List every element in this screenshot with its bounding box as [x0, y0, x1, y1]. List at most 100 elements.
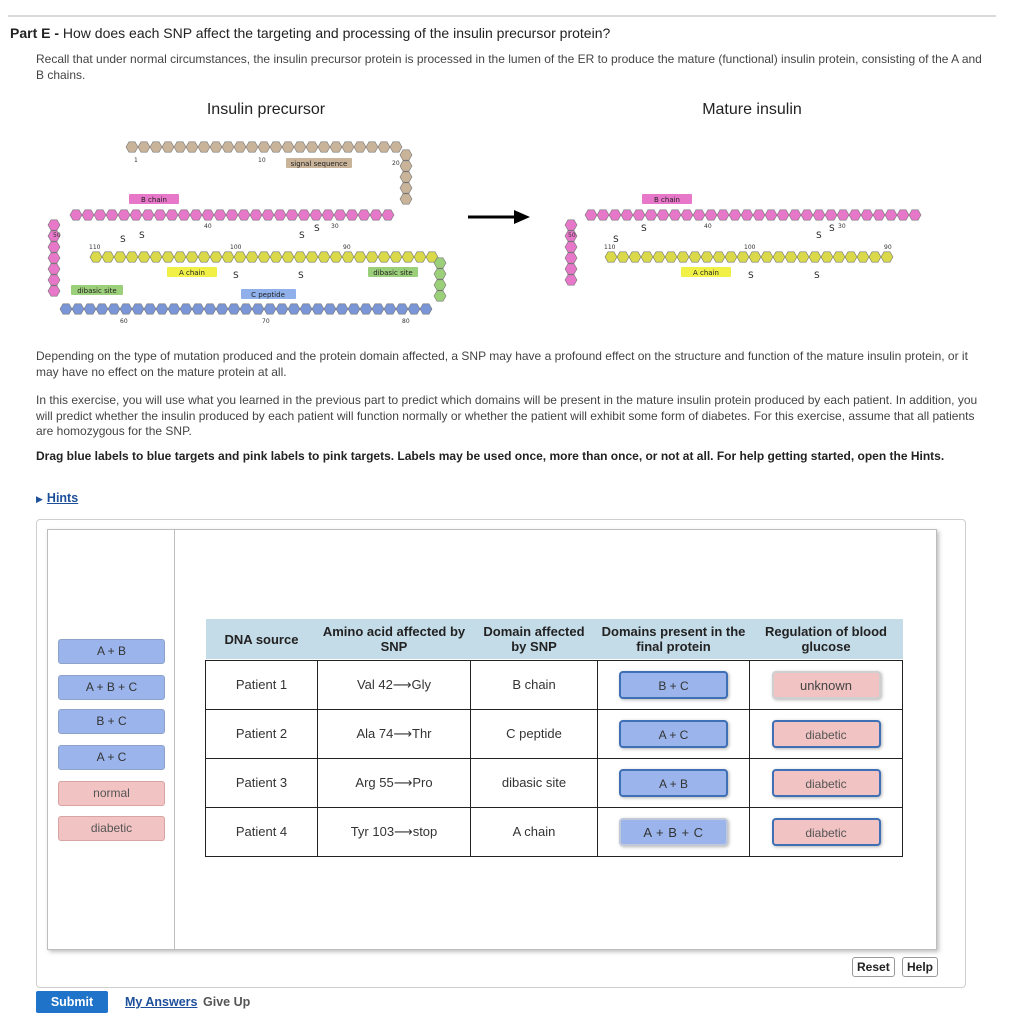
residue-bead	[383, 303, 397, 315]
domains-present-target[interactable]: B + C	[619, 670, 728, 699]
regulation-target[interactable]: diabetic	[771, 719, 881, 748]
c-peptide-label: C peptide	[251, 291, 285, 299]
residue-chains	[47, 141, 922, 315]
residue-bead	[141, 209, 155, 221]
question-text: How does each SNP affect the targeting a…	[62, 25, 611, 41]
residue-bead	[776, 209, 790, 221]
table-row: Patient 1 Val 42⟶Gly B chain B + C unkno…	[205, 659, 903, 710]
residue-bead	[69, 209, 83, 221]
residue-bead	[47, 219, 61, 231]
cell-source: Patient 1	[205, 659, 318, 710]
regulation-target[interactable]: diabetic	[771, 817, 881, 846]
domains-present-target[interactable]: A + C	[619, 719, 728, 748]
residue-bead	[293, 141, 307, 153]
residue-bead	[149, 141, 163, 153]
residue-bead	[664, 251, 678, 263]
residue-number-40: 40	[204, 223, 212, 230]
domains-present-target[interactable]: A + B	[619, 768, 728, 797]
residue-bead	[395, 303, 409, 315]
residue-bead	[119, 303, 133, 315]
cell-amino: Ala 74⟶Thr	[317, 708, 471, 759]
residue-bead	[389, 141, 403, 153]
part-title: Part E - How does each SNP affect the ta…	[10, 25, 610, 41]
residue-number-100: 100	[230, 244, 242, 251]
disulfide-s: S	[139, 231, 145, 241]
help-button[interactable]: Help	[902, 957, 939, 977]
residue-bead	[131, 303, 145, 315]
regulation-target[interactable]: diabetic	[771, 768, 881, 797]
residue-number-20: 20	[392, 160, 400, 167]
regulation-target[interactable]: unknown	[771, 670, 881, 699]
residue-bead	[227, 303, 241, 315]
submit-button[interactable]: Submit	[36, 991, 108, 1013]
residue-bead	[848, 209, 862, 221]
residue-bead	[317, 251, 331, 263]
residue-bead	[644, 209, 658, 221]
reset-button[interactable]: Reset	[852, 957, 895, 977]
residue-bead	[341, 141, 355, 153]
part-label: Part E -	[10, 25, 60, 41]
residue-bead	[293, 251, 307, 263]
residue-bead	[177, 209, 191, 221]
residue-bead	[341, 251, 355, 263]
snp-table: DNA source Amino acid affected by SNP Do…	[205, 619, 903, 857]
residue-bead	[740, 209, 754, 221]
residue-bead	[107, 303, 121, 315]
residue-bead	[143, 303, 157, 315]
label-a-plus-b-plus-c[interactable]: A + B + C	[58, 675, 165, 700]
domains-present-target[interactable]: A + B + C	[619, 817, 728, 846]
hints-toggle[interactable]: ▶Hints	[36, 491, 78, 505]
residue-bead	[760, 251, 774, 263]
residue-bead	[856, 251, 870, 263]
cell-present: A + B + C	[597, 806, 750, 857]
cell-domain: B chain	[470, 659, 598, 710]
residue-bead	[215, 303, 229, 315]
residue-bead	[47, 241, 61, 253]
residue-bead	[89, 251, 103, 263]
residue-bead	[333, 209, 347, 221]
residue-bead	[203, 303, 217, 315]
residue-bead	[117, 209, 131, 221]
residue-bead	[201, 209, 215, 221]
residue-bead	[329, 141, 343, 153]
hints-link[interactable]: Hints	[46, 491, 79, 505]
a-chain-tag-right	[681, 267, 731, 277]
residue-bead	[269, 141, 283, 153]
residue-bead	[584, 209, 598, 221]
residue-bead	[321, 209, 335, 221]
residue-bead	[399, 171, 413, 183]
b-chain-label-right: B chain	[654, 196, 680, 204]
residue-bead	[656, 209, 670, 221]
residue-numbers: 1 10 20 30 40 50 60 70 80 90 100 110 50 …	[53, 157, 892, 325]
exercise-frame	[36, 519, 966, 988]
residue-bead	[347, 303, 361, 315]
residue-bead	[357, 209, 371, 221]
disulfide-bonds: S S S S S S S S S S S S	[120, 224, 835, 281]
disulfide-s: S	[641, 224, 647, 234]
instruction-paragraph: Drag blue labels to blue targets and pin…	[36, 449, 945, 463]
residue-bead	[125, 141, 139, 153]
residue-bead	[872, 209, 886, 221]
residue-bead	[335, 303, 349, 315]
residue-bead	[179, 303, 193, 315]
residue-bead	[884, 209, 898, 221]
residue-bead	[401, 251, 415, 263]
give-up-link[interactable]: Give Up	[203, 995, 251, 1009]
residue-bead	[221, 141, 235, 153]
residue-bead	[153, 209, 167, 221]
residue-bead	[81, 209, 95, 221]
residue-bead	[185, 251, 199, 263]
residue-number-30: 30	[331, 223, 339, 230]
a-chain-label-right: A chain	[693, 269, 719, 277]
residue-bead	[377, 251, 391, 263]
residue-bead	[596, 209, 610, 221]
label-b-plus-c[interactable]: B + C	[58, 709, 165, 734]
residue-bead	[628, 251, 642, 263]
label-diabetic[interactable]: diabetic	[58, 816, 165, 841]
my-answers-link[interactable]: My Answers	[125, 995, 198, 1009]
label-a-plus-b[interactable]: A + B	[58, 639, 165, 664]
label-normal[interactable]: normal	[58, 781, 165, 806]
residue-bead	[564, 263, 578, 275]
label-a-plus-c[interactable]: A + C	[58, 745, 165, 770]
residue-bead	[59, 303, 73, 315]
